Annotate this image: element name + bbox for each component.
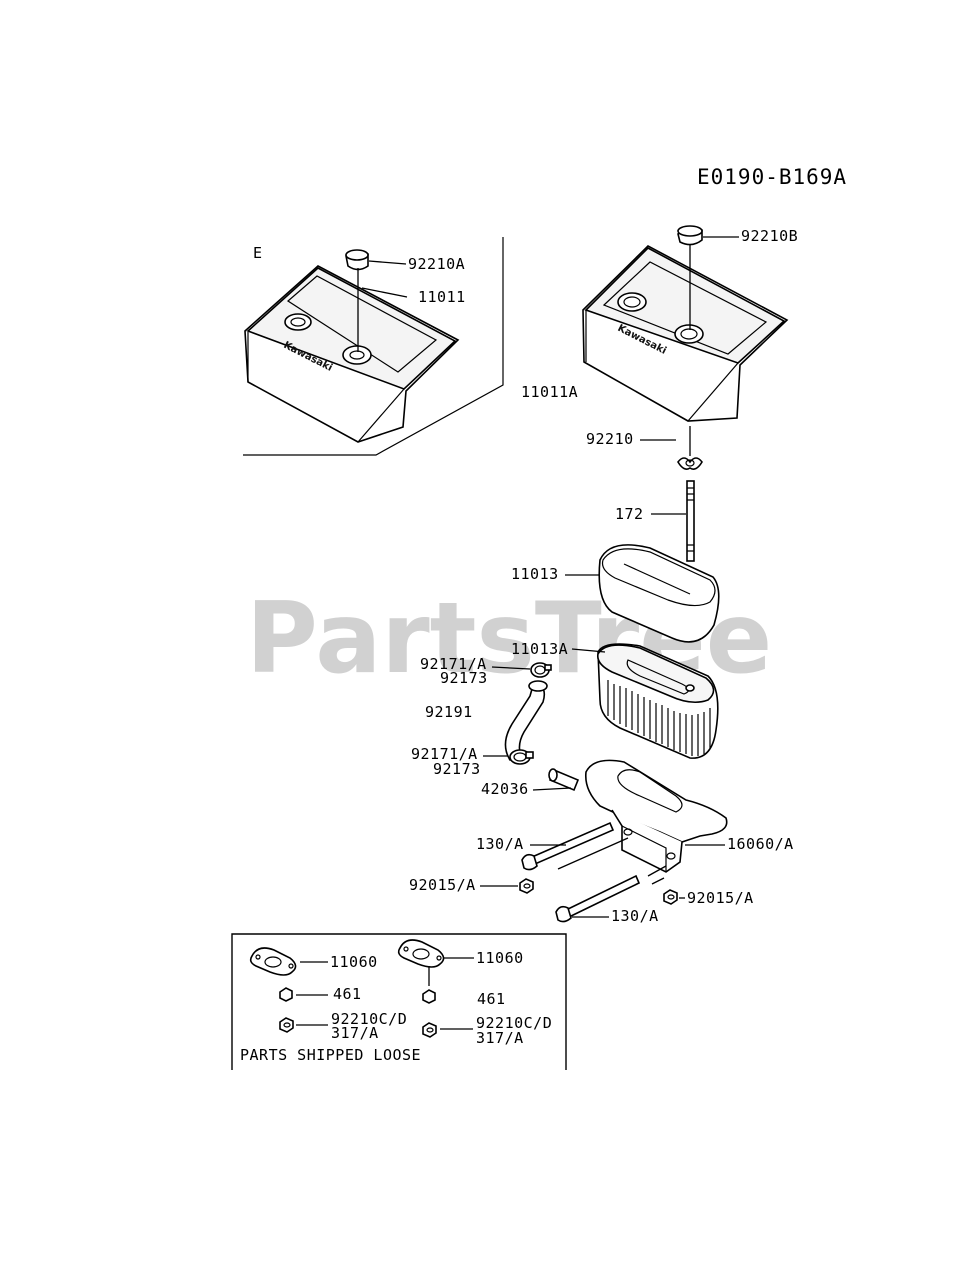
loose-label-317a-a: 317/A: [331, 1024, 379, 1042]
label-92015a-1: 92015/A: [409, 876, 476, 894]
screw-92210cd-b: [422, 1022, 437, 1038]
label-172: 172: [615, 505, 644, 523]
label-11013: 11013: [511, 565, 559, 583]
label-92210a: 92210A: [408, 255, 465, 273]
label-92015a-2: 92015/A: [687, 889, 754, 907]
nut-92015a-right: [663, 889, 678, 905]
gasket-11060-a: [249, 947, 297, 976]
label-92173-1: 92173: [440, 669, 488, 687]
label-11011: 11011: [418, 288, 466, 306]
loose-label-461-b: 461: [477, 990, 506, 1008]
label-92171a-2: 92171/A: [411, 745, 478, 763]
filter-element-11013a: [596, 643, 719, 759]
loose-label-461-a: 461: [333, 985, 362, 1003]
bolt-130a-lower: [555, 874, 641, 923]
loose-label-317a-b: 317/A: [476, 1029, 524, 1047]
wing-nut-92210: [677, 457, 703, 470]
label-11011a: 11011A: [521, 383, 578, 401]
nut-461-a: [279, 987, 293, 1002]
loose-label-92210cd-b: 92210C/D: [476, 1014, 552, 1032]
clamp-92171a-upper: [530, 662, 552, 678]
air-cleaner-cover-11011: Kawasaki: [244, 265, 460, 443]
pipe-42036: [548, 768, 580, 792]
label-92191: 92191: [425, 703, 473, 721]
inset-variant-e: E Kawasaki 92210A 11011: [243, 237, 504, 456]
screw-92210cd-a: [279, 1017, 294, 1033]
label-11013a: 11013A: [511, 640, 568, 658]
stud-172: [686, 480, 695, 562]
knob-92210b: [677, 225, 703, 246]
air-cleaner-cover-11011a: Kawasaki: [582, 245, 789, 422]
label-42036: 42036: [481, 780, 529, 798]
inset-marker: E: [253, 244, 263, 262]
loose-label-92210cd-a: 92210C/D: [331, 1010, 407, 1028]
diagram-code: E0190-B169A: [697, 165, 847, 189]
inset-border: [243, 237, 504, 456]
air-cleaner-base-16060a: [584, 759, 728, 873]
pre-cleaner-11013: [598, 544, 720, 643]
parts-shipped-loose-box: PARTS SHIPPED LOOSE 11060 461 92210C/D 3…: [231, 933, 567, 1070]
loose-label-11060-a: 11060: [330, 953, 378, 971]
label-92210: 92210: [586, 430, 634, 448]
nut-461-b: [422, 989, 436, 1004]
label-16060a: 16060/A: [727, 835, 794, 853]
label-130a-1: 130/A: [476, 835, 524, 853]
breather-hose-92191: [504, 680, 548, 761]
knob-92210a: [345, 249, 369, 271]
loose-caption: PARTS SHIPPED LOOSE: [240, 1046, 421, 1064]
label-130a-2: 130/A: [611, 907, 659, 925]
label-92173-2: 92173: [433, 760, 481, 778]
gasket-11060-b: [397, 939, 445, 968]
label-92210b: 92210B: [741, 227, 798, 245]
label-92171a-1: 92171/A: [420, 655, 487, 673]
clamp-92171a-lower: [509, 749, 534, 765]
bolt-130a-upper: [521, 821, 615, 871]
nut-92015a-left: [519, 878, 534, 894]
loose-label-11060-b: 11060: [476, 949, 524, 967]
